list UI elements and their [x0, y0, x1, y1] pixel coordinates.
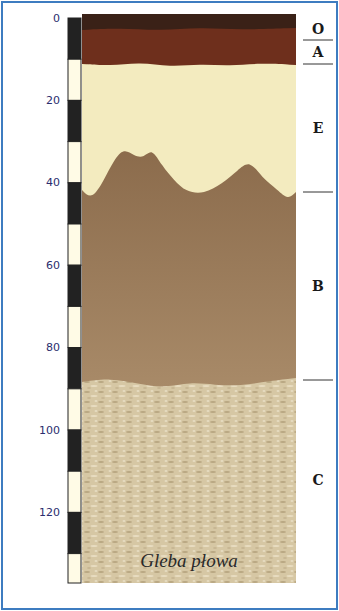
depth-number: 20 [46, 95, 60, 106]
depth-number: 0 [53, 13, 60, 24]
horizon-e-band [82, 14, 296, 197]
horizon-c-band [82, 14, 296, 583]
horizon-letter: A [313, 45, 324, 59]
horizon-separators [303, 40, 333, 380]
horizon-letter: B [312, 279, 324, 293]
caption: Gleba płowa [140, 551, 238, 570]
horizon-b-band [82, 14, 296, 386]
depth-number: 100 [39, 425, 60, 436]
horizon-letter: O [312, 22, 324, 36]
depth-number: 60 [46, 260, 60, 271]
horizon-bands [82, 14, 296, 386]
depth-number: 40 [46, 177, 60, 188]
horizon-a-band [82, 14, 296, 66]
horizon-letter: C [312, 473, 323, 487]
depth-number: 80 [46, 342, 60, 353]
horizon-letter: E [313, 121, 324, 135]
depth-number: 120 [39, 507, 60, 518]
horizon-o-band [82, 14, 296, 30]
depth-scale-bar [68, 18, 81, 583]
